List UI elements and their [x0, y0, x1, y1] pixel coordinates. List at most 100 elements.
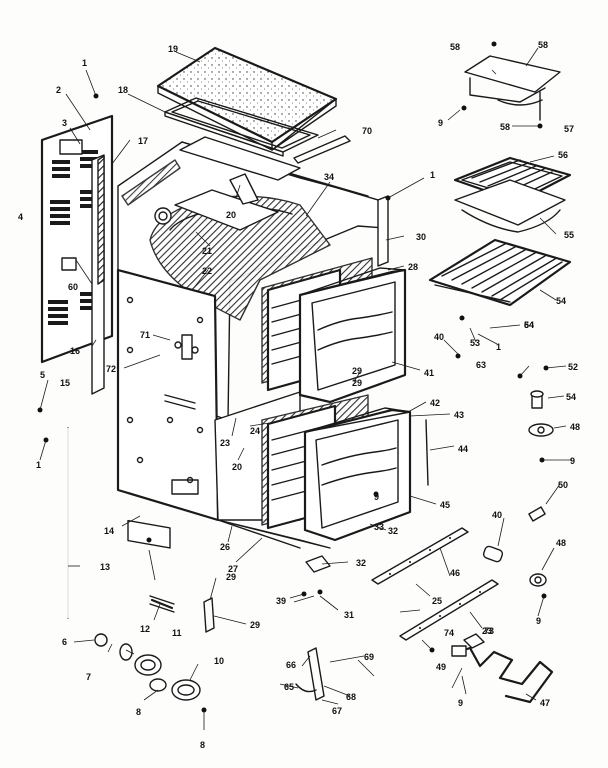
callout-23-a: 23	[220, 438, 230, 448]
callout-74: 74	[444, 628, 454, 638]
callout-19: 19	[168, 44, 178, 54]
callout-68: 68	[346, 692, 356, 702]
callout-1-b: 1	[430, 170, 435, 180]
callout-9-a: 9	[438, 118, 443, 128]
leader-lines	[37, 41, 572, 730]
bake-element	[456, 646, 554, 704]
callout-66: 66	[286, 660, 296, 670]
callout-15: 15	[60, 378, 70, 388]
element-terminal	[451, 645, 467, 657]
callout-4: 4	[18, 212, 23, 222]
callout-56: 56	[558, 150, 568, 160]
callout-69: 69	[364, 652, 374, 662]
callout-28: 28	[408, 262, 418, 272]
callout-34: 34	[324, 172, 334, 182]
callout-33: 33	[374, 522, 384, 532]
callout-72: 72	[106, 364, 116, 374]
callout-73: 73	[484, 626, 494, 636]
callout-55: 55	[564, 230, 574, 240]
callout-70: 70	[362, 126, 372, 136]
callout-1-a: 1	[82, 58, 87, 68]
callout-57: 57	[564, 124, 574, 134]
callout-42: 42	[430, 398, 440, 408]
control-knobs	[94, 633, 201, 701]
callout-24: 24	[250, 426, 260, 436]
callout-17: 17	[138, 136, 148, 146]
callout-48-a: 48	[570, 422, 580, 432]
callout-25: 25	[432, 596, 442, 606]
top-bracket	[464, 55, 561, 121]
callout-64: 64	[524, 320, 534, 330]
vent-trim-bar	[293, 135, 351, 164]
lower-oven-frame	[303, 407, 412, 542]
callout-18: 18	[118, 85, 128, 95]
callout-49: 49	[436, 662, 446, 672]
callout-9-b: 9	[374, 492, 379, 502]
callout-29-d: 29	[352, 378, 362, 388]
callout-9-c: 9	[570, 456, 575, 466]
callout-1-d: 1	[496, 342, 501, 352]
callout-32-a: 32	[356, 558, 366, 568]
callout-60: 60	[68, 282, 78, 292]
callout-27: 27	[228, 564, 238, 574]
callout-71: 71	[140, 330, 150, 340]
igniter-parts	[482, 390, 554, 587]
callout-40-b: 40	[492, 510, 502, 520]
callout-14: 14	[104, 526, 114, 536]
callout-10: 10	[214, 656, 224, 666]
callout-58-c: 58	[538, 40, 548, 50]
callout-48-b: 48	[556, 538, 566, 548]
callout-52: 52	[568, 362, 578, 372]
callout-8-a: 8	[136, 707, 141, 717]
callout-20-b: 20	[232, 462, 242, 472]
side-panel	[116, 268, 220, 522]
callout-54-b: 54	[556, 296, 566, 306]
right-strip	[377, 195, 389, 267]
oven-rack	[428, 238, 572, 307]
callout-47: 47	[540, 698, 550, 708]
callout-20-a: 20	[226, 210, 236, 220]
callout-41: 41	[424, 368, 434, 378]
callout-8-b: 8	[200, 740, 205, 750]
callout-67: 67	[332, 706, 342, 716]
callout-31: 31	[344, 610, 354, 620]
callout-22: 22	[202, 266, 212, 276]
heating-strip-lower	[399, 579, 499, 641]
callout-58-b: 58	[500, 122, 510, 132]
misc-parts	[127, 519, 485, 701]
callout-1-c: 1	[36, 460, 41, 470]
callout-23-b: 23	[482, 626, 492, 636]
callout-30: 30	[416, 232, 426, 242]
callout-32-b: 32	[388, 526, 398, 536]
callout-43: 43	[454, 410, 464, 420]
broil-pan	[453, 156, 572, 233]
callout-21: 21	[202, 246, 212, 256]
callout-29-a: 29	[352, 366, 362, 376]
callout-29-b: 29	[226, 572, 236, 582]
callout-45: 45	[440, 500, 450, 510]
callout-65: 65	[284, 682, 294, 692]
callout-7: 7	[86, 672, 91, 682]
callout-3: 3	[62, 118, 67, 128]
callout-29-c: 29	[250, 620, 260, 630]
callout-13: 13	[100, 562, 110, 572]
callout-16: 16	[70, 346, 80, 356]
side-strip-hatch	[97, 155, 105, 285]
callout-44: 44	[458, 444, 468, 454]
door-strip	[425, 419, 429, 486]
callout-54-c: 54	[566, 392, 576, 402]
callout-58-a: 58	[450, 42, 460, 52]
callout-63: 63	[476, 360, 486, 370]
callout-50: 50	[558, 480, 568, 490]
callout-26: 26	[220, 542, 230, 552]
callout-6: 6	[62, 637, 67, 647]
callout-39: 39	[276, 596, 286, 606]
callout-12: 12	[140, 624, 150, 634]
callout-46: 46	[450, 568, 460, 578]
callout-11: 11	[172, 628, 182, 638]
callout-40-a: 40	[434, 332, 444, 342]
callout-9-d: 9	[536, 616, 541, 626]
top-trim-frame	[164, 97, 319, 157]
